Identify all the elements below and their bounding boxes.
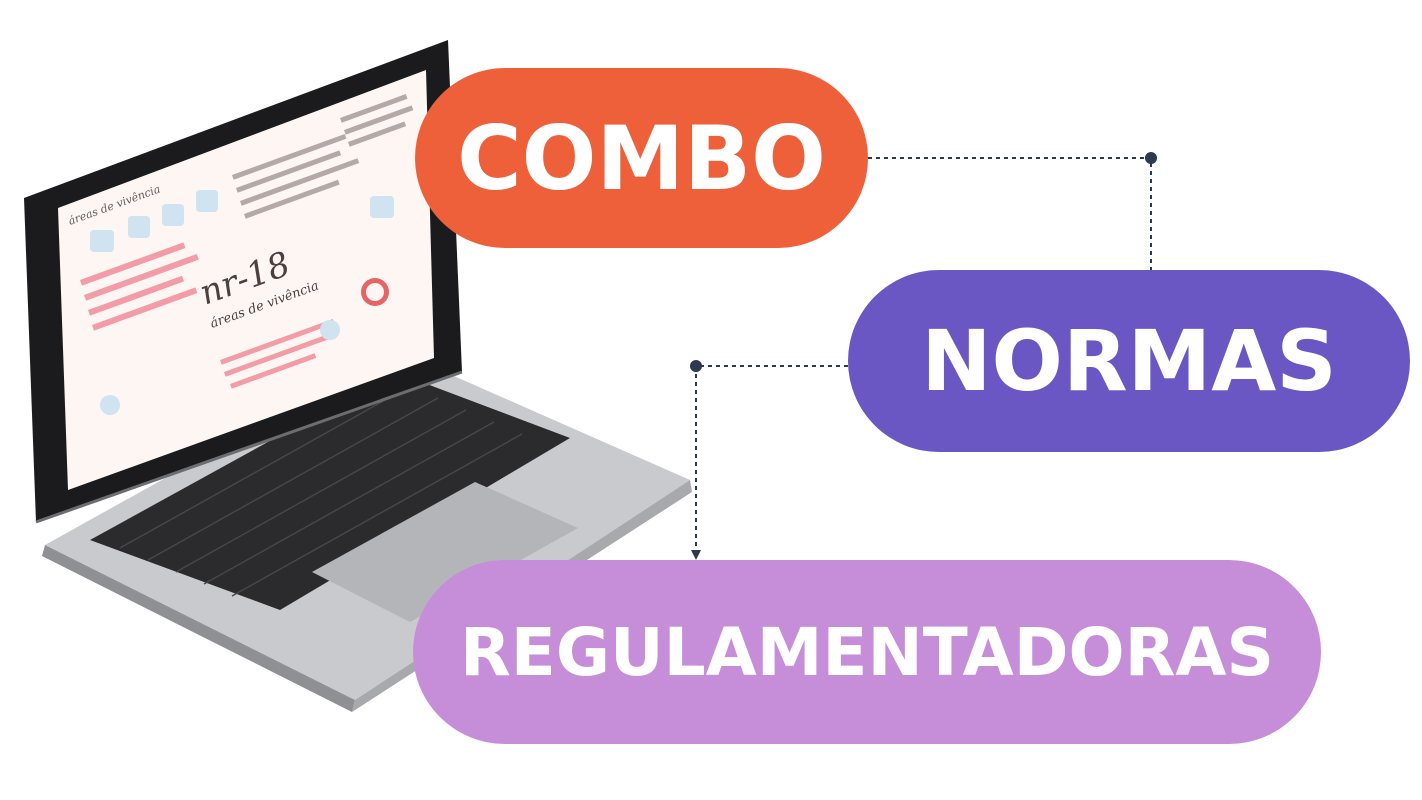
slide-document: áreas de vivência nr-18 áreas de vivênci…	[58, 70, 434, 490]
regulamentadoras-pill: REGULAMENTADORAS	[413, 560, 1321, 744]
keyboard	[90, 372, 570, 610]
normas-pill: NORMAS	[848, 270, 1410, 452]
combo-pill: COMBO	[415, 68, 868, 248]
normas-label: NORMAS	[921, 312, 1337, 410]
trackpad	[312, 482, 578, 622]
combo-label: COMBO	[457, 106, 826, 210]
connector-dot	[1145, 152, 1157, 164]
regulamentadoras-label: REGULAMENTADORAS	[459, 613, 1275, 691]
